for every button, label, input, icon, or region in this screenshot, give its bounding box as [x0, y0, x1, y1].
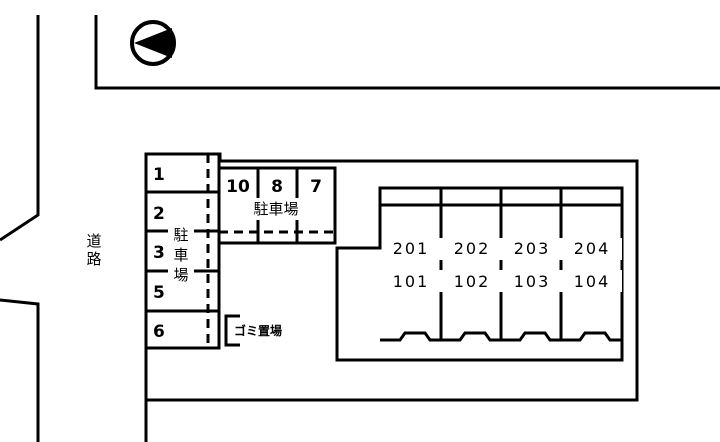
- parking-space-2: 2: [153, 204, 165, 224]
- parking-space-1: 1: [153, 165, 165, 185]
- parking-label-horizontal: 駐車場: [253, 200, 298, 218]
- road-edge-lower-left: [0, 298, 40, 442]
- building-outline: [335, 186, 624, 362]
- unit-103: 103: [514, 272, 551, 291]
- unit-202: 202: [454, 239, 491, 258]
- garbage-area: [224, 314, 240, 347]
- road-edge-upper-left: [0, 15, 40, 242]
- road-label-char-1: 道: [86, 232, 101, 250]
- parking-column-left: [144, 152, 221, 350]
- unit-204: 204: [574, 239, 611, 258]
- unit-104: 104: [574, 272, 611, 291]
- unit-203: 203: [514, 239, 551, 258]
- unit-102: 102: [454, 272, 491, 291]
- north-arrow-icon: [130, 20, 176, 66]
- parking-space-5: 5: [153, 283, 165, 303]
- road-edge-top: [94, 15, 720, 90]
- parking-space-8: 8: [271, 177, 283, 197]
- parking-label-vertical-char-3: 場: [173, 266, 188, 284]
- road-label-char-2: 路: [86, 250, 101, 268]
- parking-block-top: [217, 166, 337, 245]
- parking-space-10: 10: [226, 177, 250, 197]
- road-label-fallback: 道 路: [86, 232, 101, 268]
- unit-201: 201: [393, 239, 430, 258]
- garbage-label: ゴミ置場: [234, 323, 282, 338]
- parking-label-vertical-char-1: 駐: [173, 226, 188, 244]
- parking-label-vertical-char-2: 車: [173, 246, 188, 264]
- parking-space-7: 7: [310, 177, 322, 197]
- unit-101: 101: [393, 272, 430, 291]
- parking-space-3: 3: [153, 243, 165, 263]
- parking-space-6: 6: [153, 322, 165, 342]
